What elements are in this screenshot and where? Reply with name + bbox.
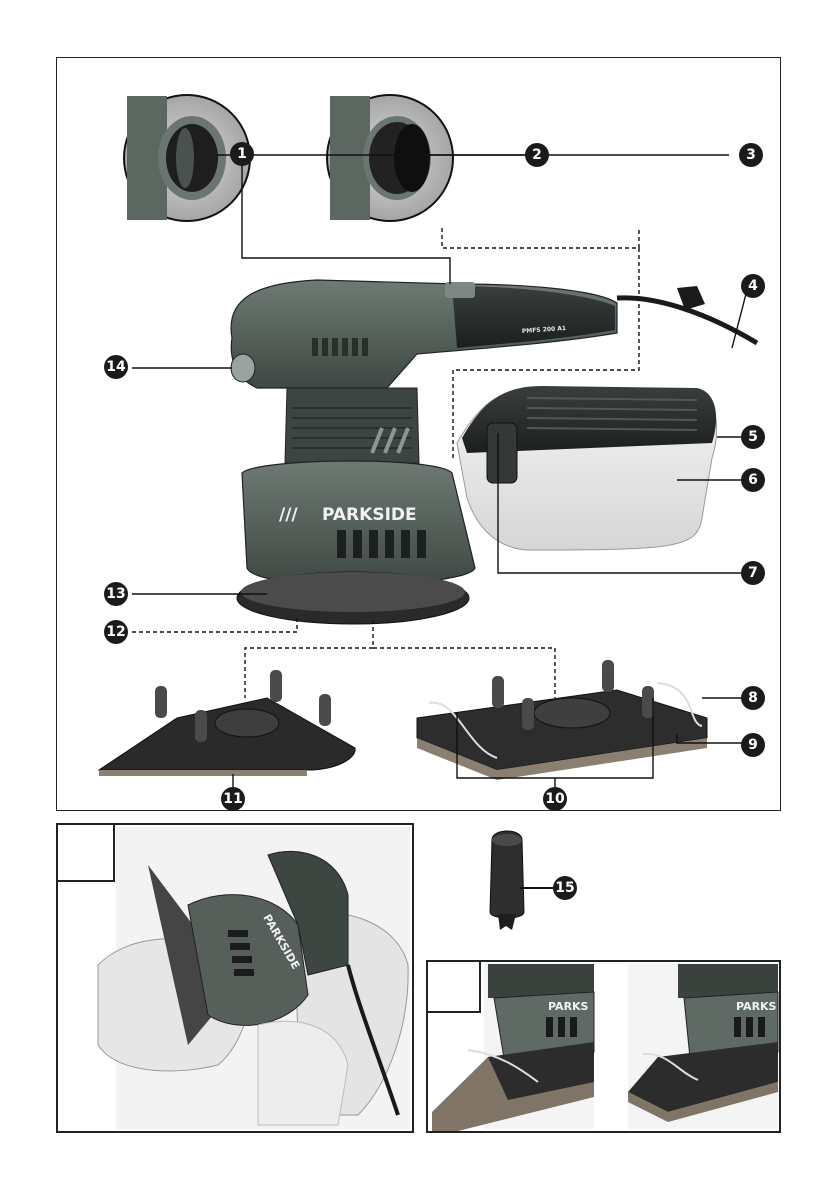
figure-b-brand-right: PARKS [736,1000,777,1013]
callout-3: 3 [739,143,763,167]
callout-15-leader [520,887,554,889]
main-figure-frame: PMFS 200 A1 PARKSIDE /// [56,57,781,811]
callout-12: 12 [104,620,128,644]
figure-b-brand-left: PARKS [548,1000,589,1013]
figure-b-illustration: PARKS PARKS [428,962,779,1131]
callout-7: 7 [741,561,765,585]
callout-11: 11 [221,787,245,811]
dust-adapter-illustration [480,822,540,942]
callout-6: 6 [741,468,765,492]
main-figure-illustration: PMFS 200 A1 PARKSIDE /// [57,58,782,812]
figure-a-illustration: PARKSIDE [58,825,412,1131]
callout-1: 1 [230,142,254,166]
brand-label: PARKSIDE [322,505,417,525]
callout-5: 5 [741,425,765,449]
delta-plate [99,670,355,776]
brand-prefix: /// [279,505,298,525]
callout-10: 10 [543,787,567,811]
callout-8: 8 [741,686,765,710]
figure-a-frame: PARKSIDE [56,823,414,1133]
zoom-circle-3 [327,95,453,221]
callout-9: 9 [741,733,765,757]
callout-2: 2 [525,143,549,167]
callout-13: 13 [104,582,128,606]
rectangular-plate [417,660,707,780]
figure-b-frame: PARKS PARKS [426,960,781,1133]
callout-4: 4 [741,274,765,298]
callout-15: 15 [553,876,577,900]
callout-14: 14 [104,355,128,379]
